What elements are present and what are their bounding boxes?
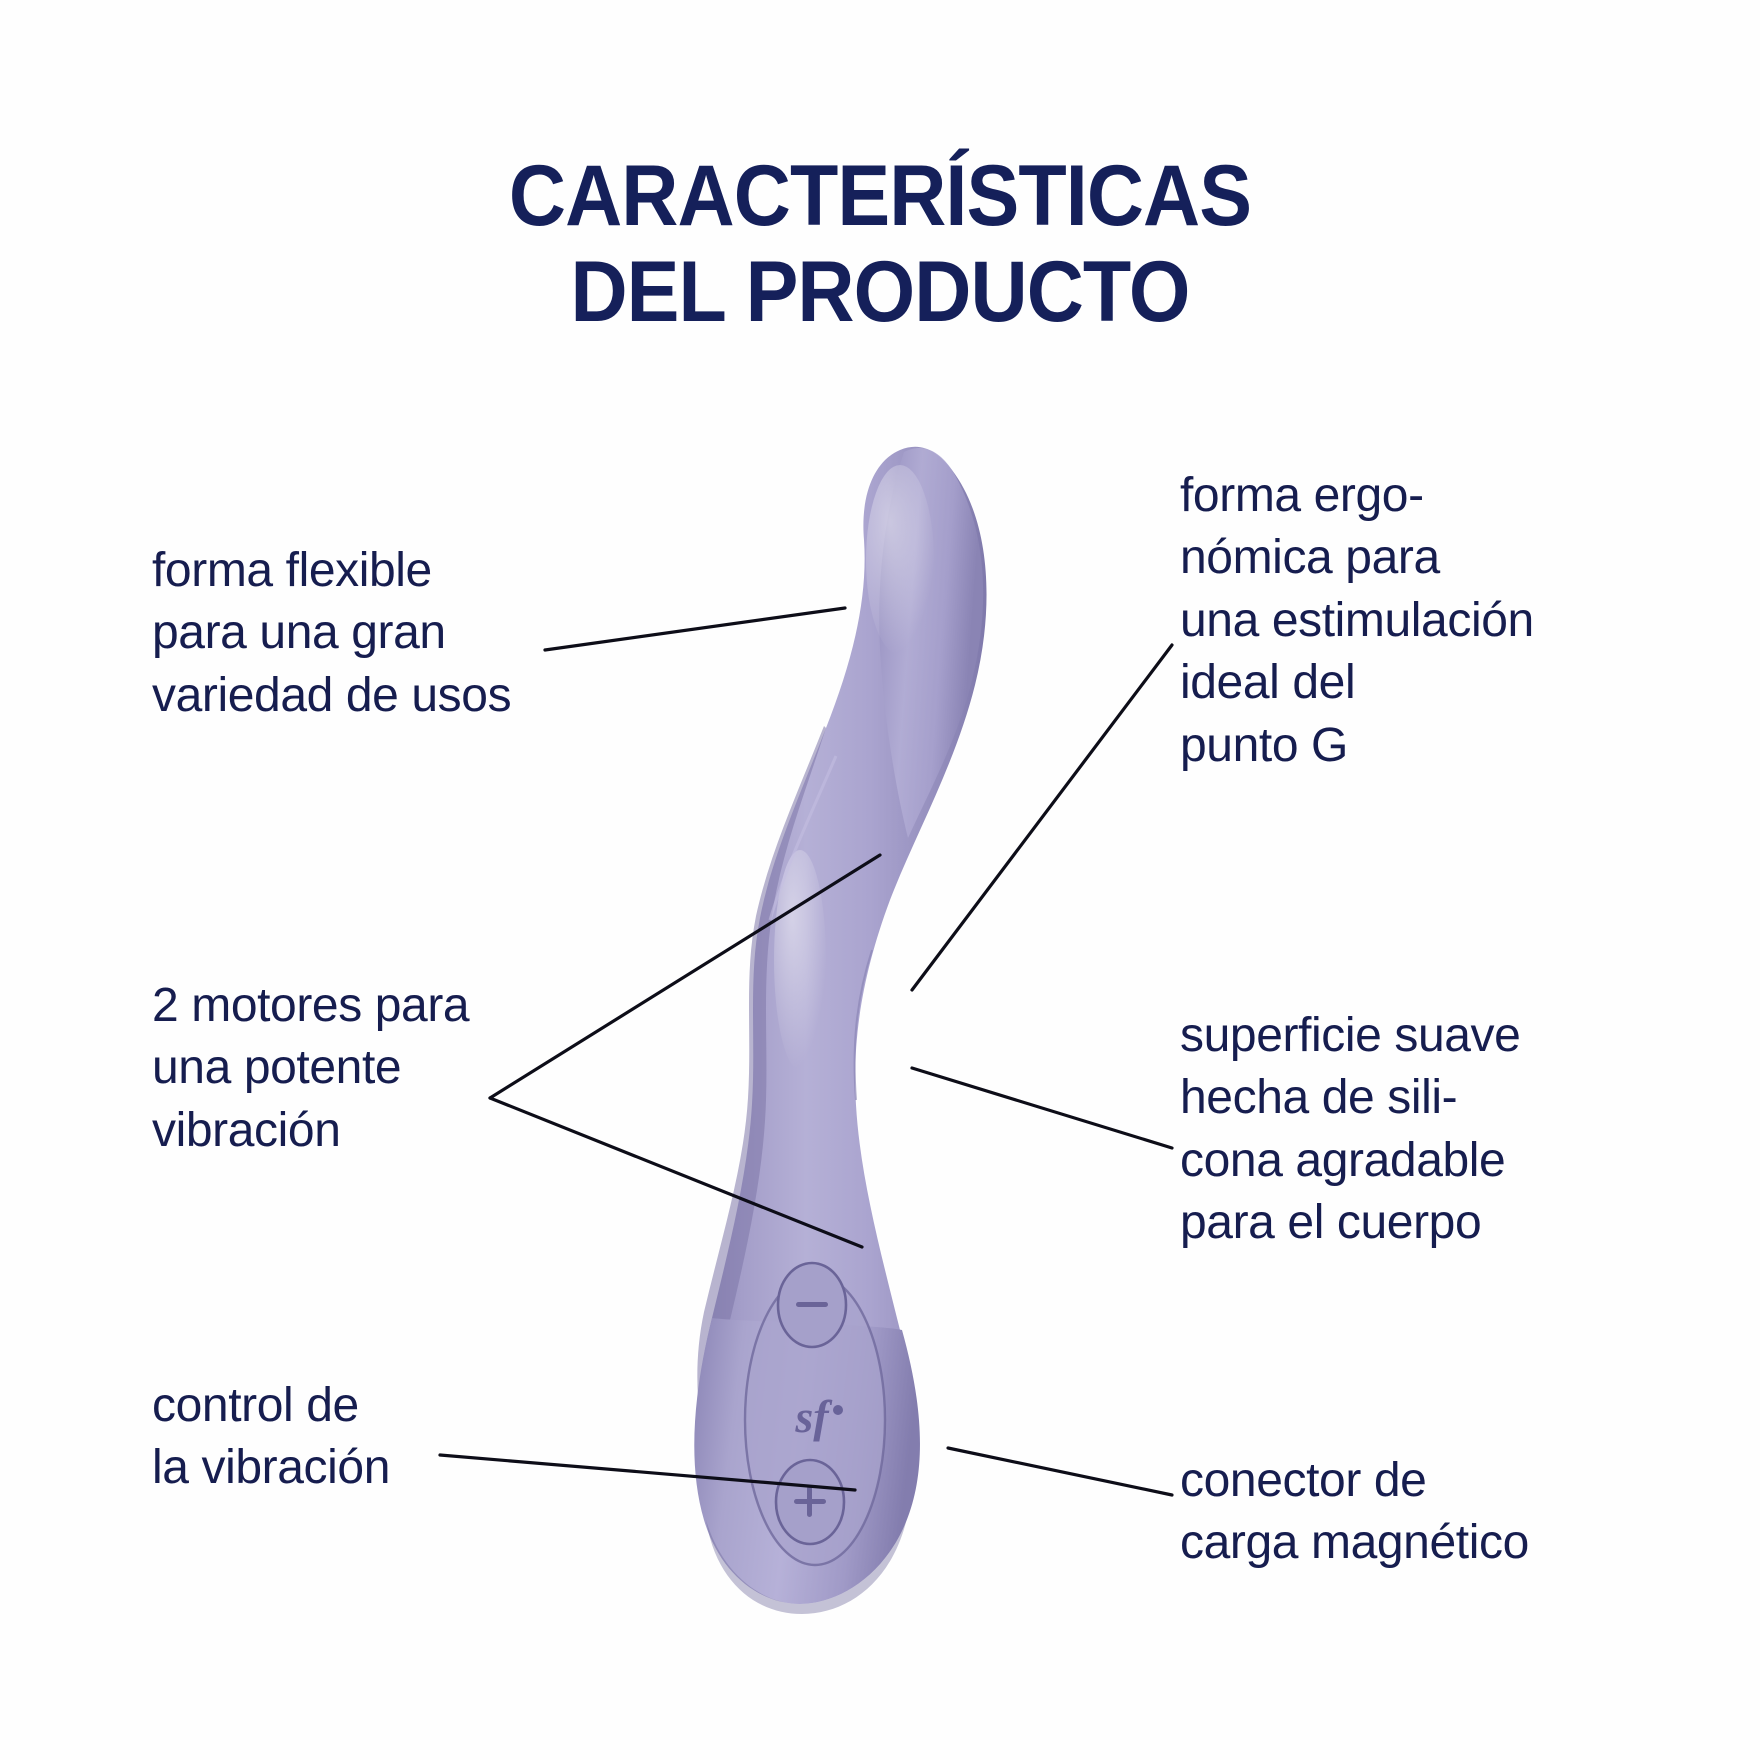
callout-forma-flexible: forma flexible para una gran variedad de… xyxy=(152,544,512,722)
callout-dos-motores: 2 motores para una potente vibración xyxy=(152,979,470,1157)
minus-button-recess xyxy=(776,1261,848,1349)
plus-button-recess xyxy=(774,1458,846,1546)
callout-conector-carga: conector de carga magnético xyxy=(1180,1454,1529,1570)
brand-logo: sf xyxy=(794,1391,843,1442)
svg-text:sf: sf xyxy=(794,1391,833,1442)
callout-superficie-suave: superficie suave hecha de sili- cona agr… xyxy=(1180,1009,1521,1250)
callout-forma-ergonomica: forma ergo- nómica para una estimulación… xyxy=(1180,469,1534,772)
leader-ergonomica xyxy=(910,643,1174,992)
page-title-line-2: DEL PRODUCTO xyxy=(570,244,1190,341)
product-body: sf xyxy=(694,446,987,1614)
page-title: CARACTERÍSTICAS DEL PRODUCTO xyxy=(70,148,1689,341)
page-title-line-1: CARACTERÍSTICAS xyxy=(508,148,1252,244)
leader-conector xyxy=(946,1446,1174,1497)
leader-superficie xyxy=(910,1066,1174,1150)
callout-control-vibracion: control de la vibración xyxy=(152,1379,390,1495)
